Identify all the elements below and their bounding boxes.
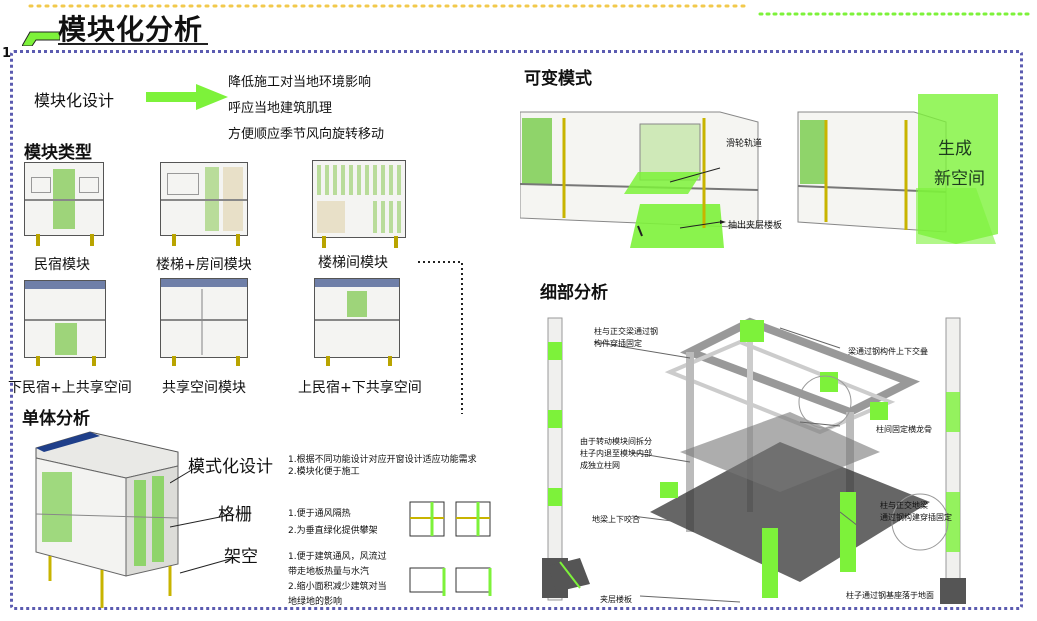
detail-note: 梁通过钢构件上下交叠 (848, 346, 928, 358)
feature-note: 地绿地的影响 (288, 597, 343, 607)
detail-note: 柱与正交地梁 通过钢构建穿插固定 (880, 500, 952, 524)
section-number: 1 (2, 46, 12, 61)
detail-note-line: 柱间固定横龙骨 (876, 425, 932, 434)
new-space-line: 生成 (938, 139, 972, 159)
detail-note-line: 由于转动模块间拆分 (580, 437, 652, 446)
detail-note-line: 柱子内退至模块内部 (580, 449, 652, 458)
mezzanine-label: 抽出夹层楼板 (728, 221, 783, 231)
detail-note-line: 柱与正交地梁 (880, 501, 928, 510)
detail-note-line: 通过钢构建穿插固定 (880, 513, 952, 522)
page-title: 模块化分析 (58, 13, 204, 46)
track-label: 滑轮轨道 (726, 139, 763, 149)
arrow-right-icon (146, 84, 228, 110)
unit-leader-lines (170, 464, 231, 574)
module-thumb-homestay-shared-down (314, 278, 400, 358)
module-thumb-stair-room (160, 162, 248, 236)
feature-note: 带走地板热量与水汽 (288, 567, 370, 577)
feature-name-elevated: 架空 (224, 547, 258, 567)
intro-point: 呼应当地建筑肌理 (228, 101, 333, 116)
section-sketches (409, 501, 492, 596)
feature-note: 1.根据不同功能设计对应开窗设计适应功能需求 (288, 455, 477, 465)
structure-detail-drawing (542, 317, 966, 604)
title-accent-icon (21, 30, 61, 50)
feature-name-grille: 格栅 (218, 505, 252, 525)
feature-note: 2.模块化便于施工 (288, 467, 360, 477)
detail-note-line: 成独立柱网 (580, 461, 620, 470)
new-space-line: 新空间 (934, 169, 985, 189)
module-thumb-homestay-shared-up (24, 280, 106, 358)
detail-note: 柱与正交梁通过钢 构件穿插固定 (594, 326, 658, 350)
joint-column-right (940, 317, 966, 604)
module-label: 楼梯间模块 (318, 255, 388, 271)
detail-note: 柱子通过钢基座落于地面 (846, 590, 934, 602)
content-frame (10, 50, 1023, 610)
module-label: 下民宿+上共享空间 (8, 380, 132, 396)
detail-note: 柱间固定横龙骨 (876, 424, 932, 436)
feature-note: 2.为垂直绿化提供攀架 (288, 526, 378, 536)
module-label: 共享空间模块 (162, 380, 246, 396)
detail-note-line: 地梁上下咬合 (592, 515, 640, 524)
variable-mode-drawing-after (797, 94, 998, 244)
detail-note-line: 柱子通过钢基座落于地面 (846, 591, 934, 600)
detail-note: 地梁上下咬合 (592, 514, 640, 526)
intro-point: 降低施工对当地环境影响 (228, 75, 372, 90)
module-label: 上民宿+下共享空间 (298, 380, 422, 396)
feature-notes-modular: 1.根据不同功能设计对应开窗设计适应功能需求 2.模块化便于施工 (288, 454, 477, 478)
new-space-label: 生成 新空间 (934, 134, 985, 194)
module-thumb-homestay (24, 162, 104, 236)
variable-mode-drawing-before (520, 111, 759, 248)
module-label: 民宿模块 (34, 257, 90, 273)
module-thumb-stairwell (312, 160, 406, 238)
detail-analysis-heading: 细部分析 (540, 283, 608, 303)
detail-note: 夹层楼板 (600, 594, 632, 606)
header-dots (28, 4, 1032, 16)
module-label: 楼梯+房间模块 (156, 257, 252, 273)
intro-label: 模块化设计 (34, 91, 115, 110)
feature-notes-elevated: 1.便于建筑通风，风流过 带走地板热量与水汽 2.缩小面积减少建筑对当 地绿地的… (288, 550, 387, 610)
detail-note-line: 柱与正交梁通过钢 (594, 327, 658, 336)
detail-note: 由于转动模块间拆分 柱子内退至模块内部 成独立柱网 (580, 436, 652, 472)
variable-mode-heading: 可变模式 (524, 69, 592, 89)
module-types-heading: 模块类型 (24, 143, 92, 163)
detail-note-line: 夹层楼板 (600, 595, 632, 604)
feature-notes-grille: 1.便于通风隔热 2.为垂直绿化提供攀架 (288, 506, 378, 540)
connector-dots (418, 261, 463, 414)
feature-name-modular: 模式化设计 (188, 457, 273, 477)
feature-note: 1.便于通风隔热 (288, 509, 351, 519)
intro-points: 降低施工对当地环境影响 呼应当地建筑肌理 方便顺应季节风向旋转移动 (228, 70, 384, 148)
joint-column-left (542, 317, 568, 601)
feature-note: 1.便于建筑通风，风流过 (288, 552, 387, 562)
module-thumb-shared (160, 278, 248, 358)
detail-note-line: 构件穿插固定 (594, 339, 642, 348)
title-underline (58, 43, 208, 45)
feature-note: 2.缩小面积减少建筑对当 (288, 582, 387, 592)
intro-point: 方便顺应季节风向旋转移动 (228, 127, 385, 142)
unit-axonometric-drawing (35, 431, 179, 608)
unit-analysis-heading: 单体分析 (22, 409, 90, 429)
detail-note-line: 梁通过钢构件上下交叠 (848, 347, 928, 356)
